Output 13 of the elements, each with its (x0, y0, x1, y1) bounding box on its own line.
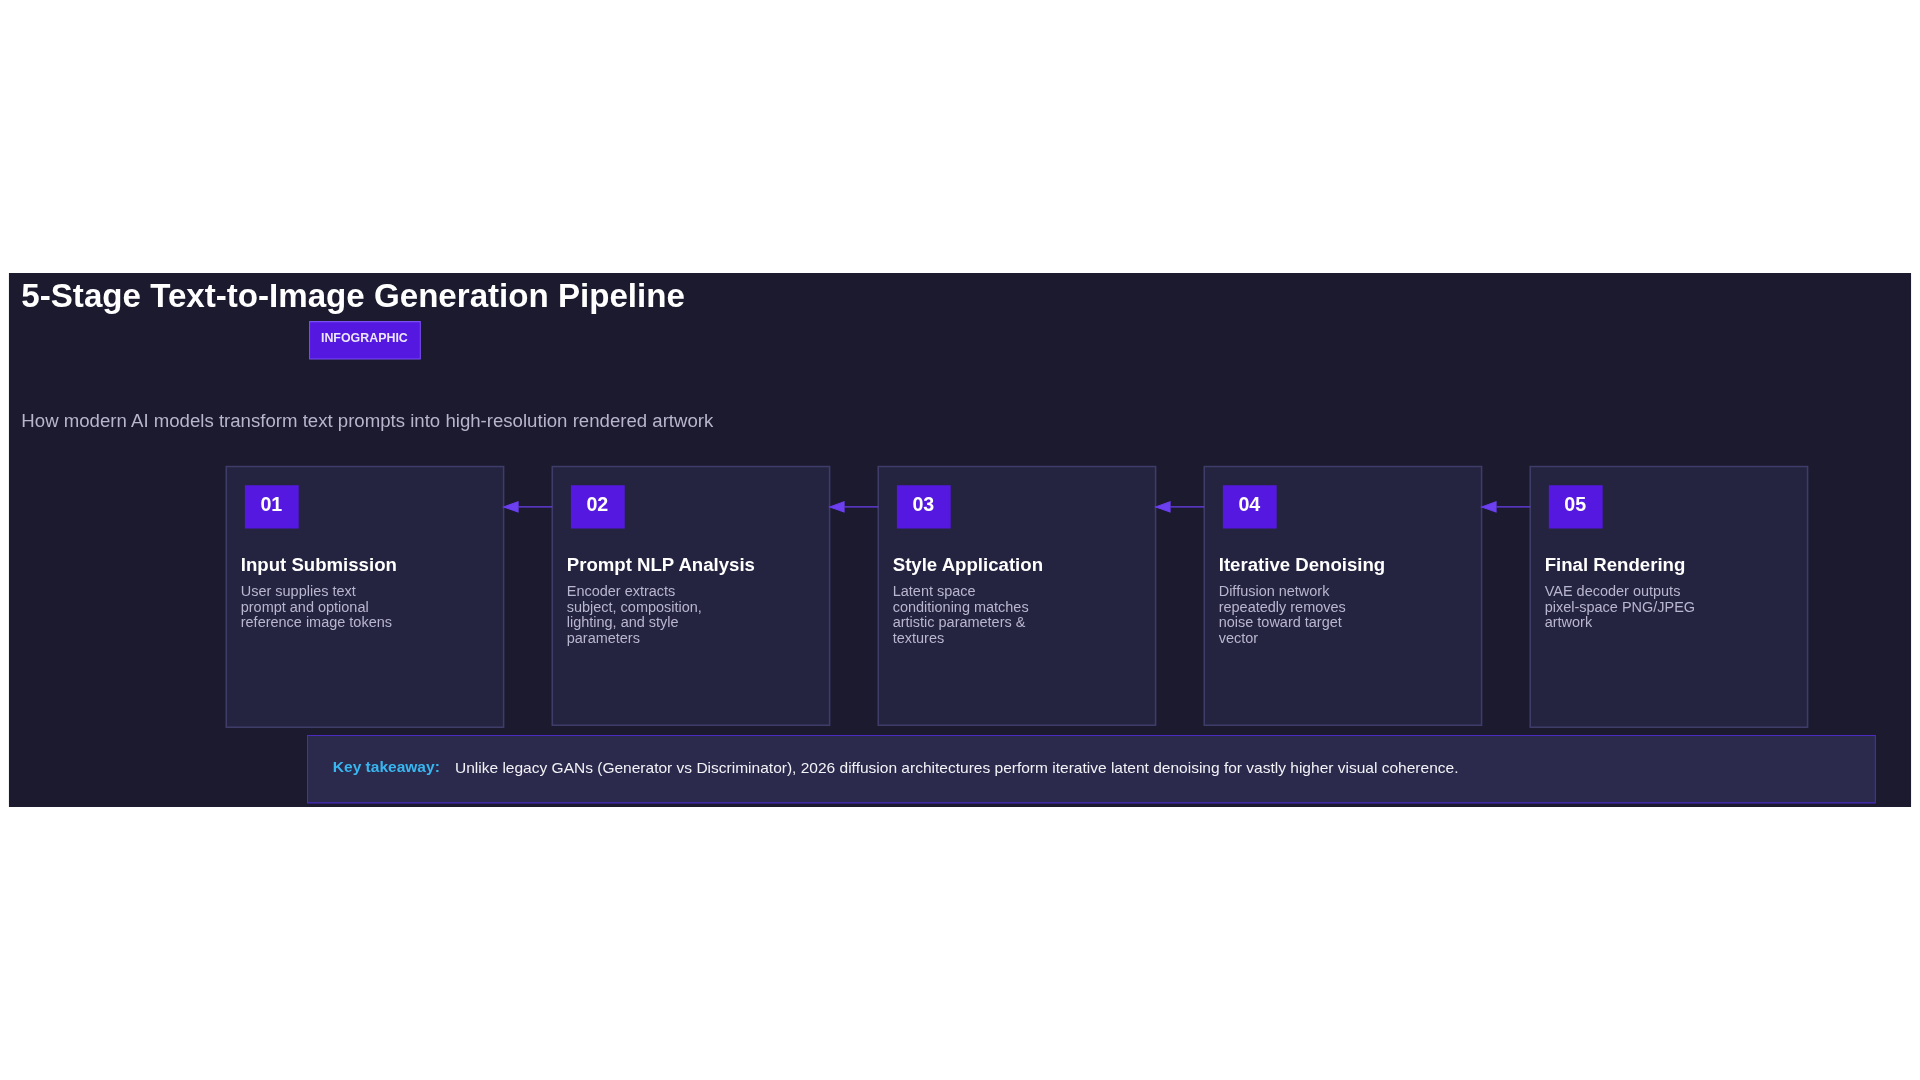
node-box: 03 (896, 485, 951, 529)
arrow (502, 501, 553, 513)
node-box: 05 (1548, 485, 1603, 529)
arrow (828, 501, 879, 513)
node-box: 02 (570, 485, 625, 529)
arrow (1154, 501, 1205, 513)
label: How modern AI models transform text prompts into high-resolution rendered artwork (21, 409, 714, 431)
arrow (1480, 501, 1531, 513)
node-box: 04 (1222, 485, 1277, 529)
node-box: Key takeaway: Unlike legacy GANs (Generator vs Discriminator), 2026 diffusion architectures perform iterative latent denoising for vastly higher visual coherence. (307, 735, 1876, 804)
node-box: 01 (244, 485, 299, 529)
node-box: INFOGRAPHIC (309, 321, 421, 360)
diagram-title: 5-Stage Text-to-Image Generation Pipeline (21, 276, 685, 314)
